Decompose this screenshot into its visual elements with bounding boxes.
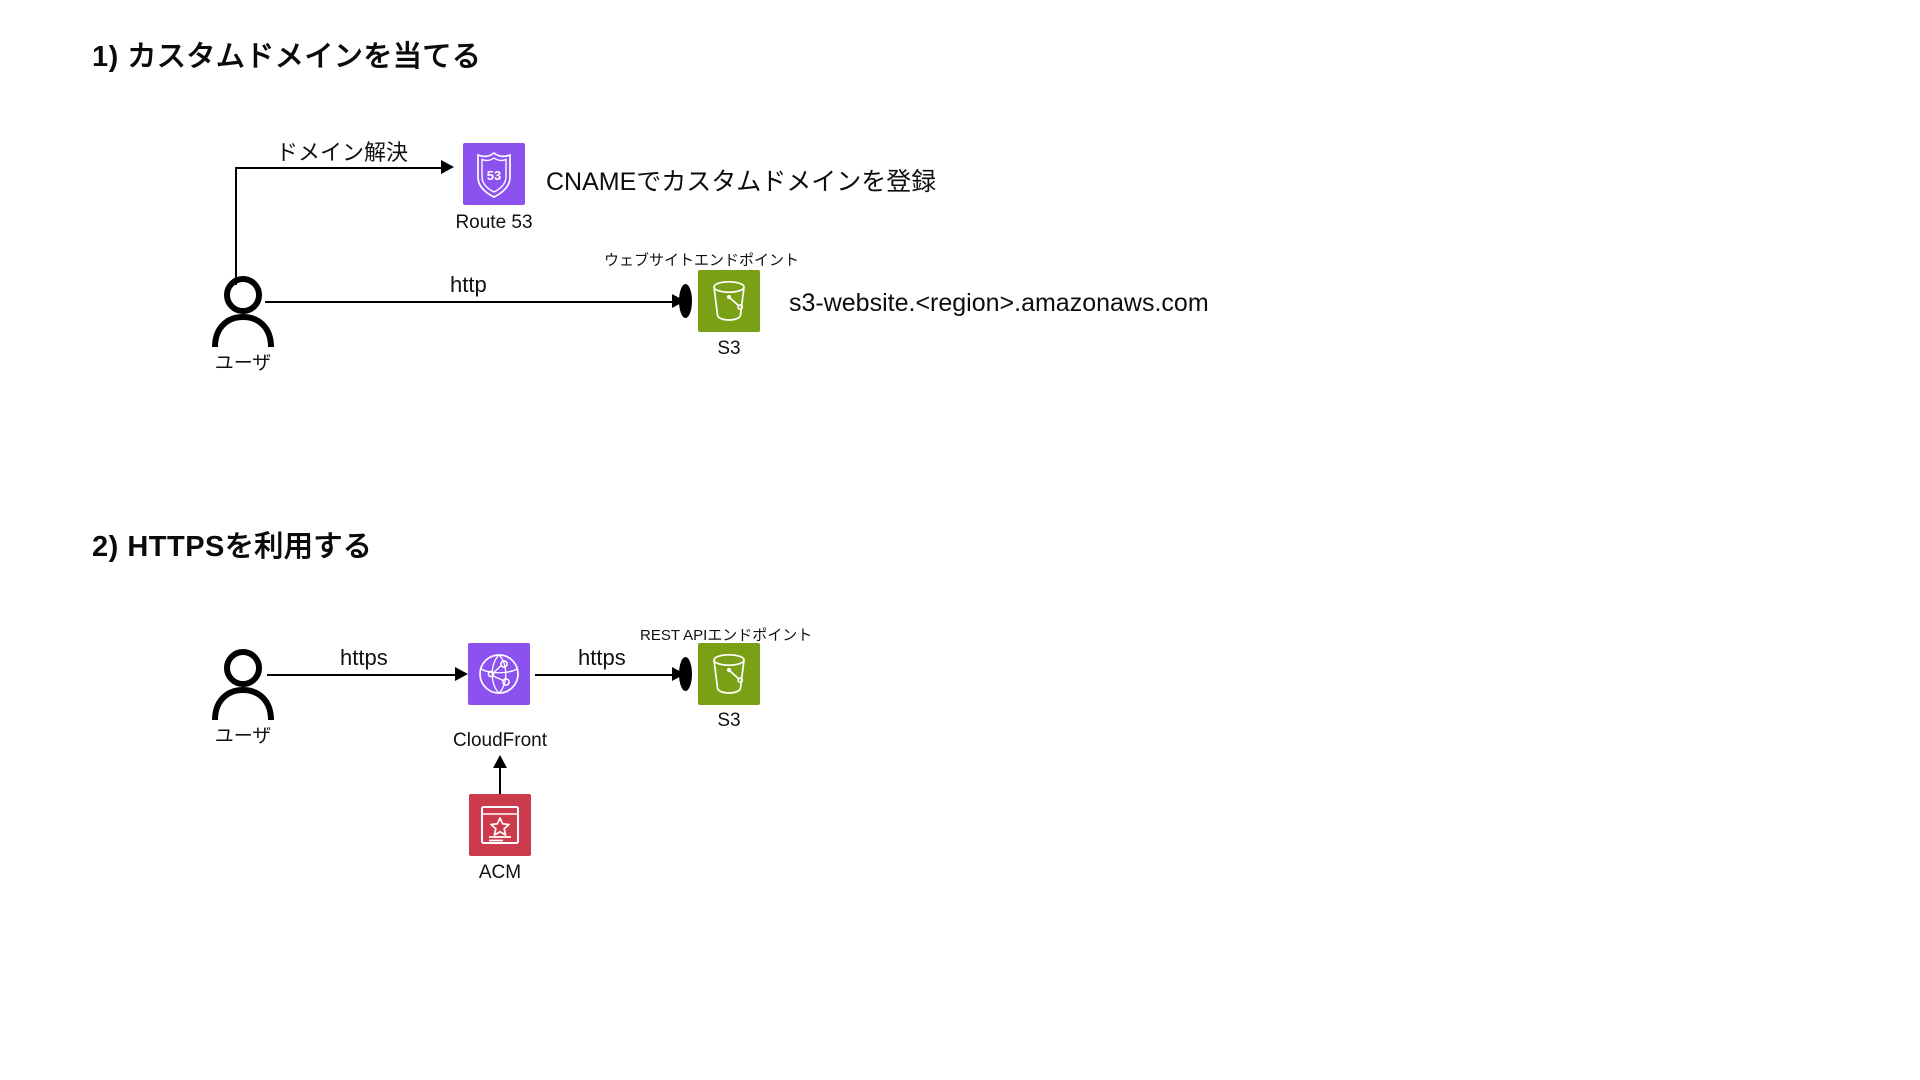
annotation-cname-registration: CNAMEでカスタムドメインを登録	[546, 168, 937, 196]
edge-user-to-s3-line	[265, 301, 674, 303]
node-label-acm: ACM	[478, 862, 522, 883]
svg-text:53: 53	[487, 168, 501, 183]
node-label-route53: Route 53	[455, 212, 533, 233]
section-1-title: 1) カスタムドメインを当てる	[92, 41, 482, 73]
annotation-s3-website-url: s3-website.<region>.amazonaws.com	[789, 289, 1209, 317]
section-2-title: 2) HTTPSを利用する	[92, 531, 373, 563]
s3-bucket-icon	[713, 280, 745, 321]
s3-bucket-icon	[713, 653, 745, 694]
node-label-s3-website: S3	[717, 338, 741, 359]
node-label-s3-rest: S3	[717, 710, 741, 731]
node-cloudfront[interactable]	[468, 643, 530, 705]
edge-label-http: http	[450, 272, 487, 297]
edge-acm-to-cloudfront-line	[499, 767, 501, 816]
edge-acm-to-cloudfront-arrowhead	[492, 755, 507, 768]
acm-certificate-icon	[481, 806, 519, 844]
edge-label-https-2: https	[578, 645, 626, 670]
edge-user-to-route53-arrowhead	[441, 159, 454, 174]
node-label-user-1: ユーザ	[214, 353, 272, 374]
node-user-1[interactable]	[206, 273, 280, 347]
node-acm[interactable]	[469, 794, 531, 856]
node-route53[interactable]: 53	[463, 143, 525, 205]
annotation-rest-api-endpoint: REST APIエンドポイント	[640, 627, 813, 644]
node-s3-rest[interactable]	[698, 643, 760, 705]
endpoint-marker-s3-website	[679, 284, 692, 318]
node-s3-website[interactable]	[698, 270, 760, 332]
edge-cloudfront-to-s3-line	[535, 674, 674, 676]
edge-user-to-route53-horizontal	[235, 167, 443, 169]
edge-label-https-1: https	[340, 645, 388, 670]
edge-label-domain-resolution: ドメイン解決	[276, 140, 409, 165]
cloudfront-icon	[479, 654, 519, 694]
route53-icon: 53	[477, 151, 511, 198]
user-icon	[212, 649, 274, 720]
edge-user-to-route53-vertical	[235, 167, 237, 285]
node-label-user-2: ユーザ	[214, 726, 272, 747]
node-user-2[interactable]	[206, 646, 280, 720]
annotation-website-endpoint: ウェブサイトエンドポイント	[604, 252, 800, 269]
edge-user-to-cloudfront-arrowhead	[455, 666, 468, 681]
endpoint-marker-s3-rest	[679, 657, 692, 691]
node-label-cloudfront: CloudFront	[453, 730, 547, 751]
user-icon	[212, 276, 274, 347]
edge-user-to-cloudfront-line	[267, 674, 457, 676]
